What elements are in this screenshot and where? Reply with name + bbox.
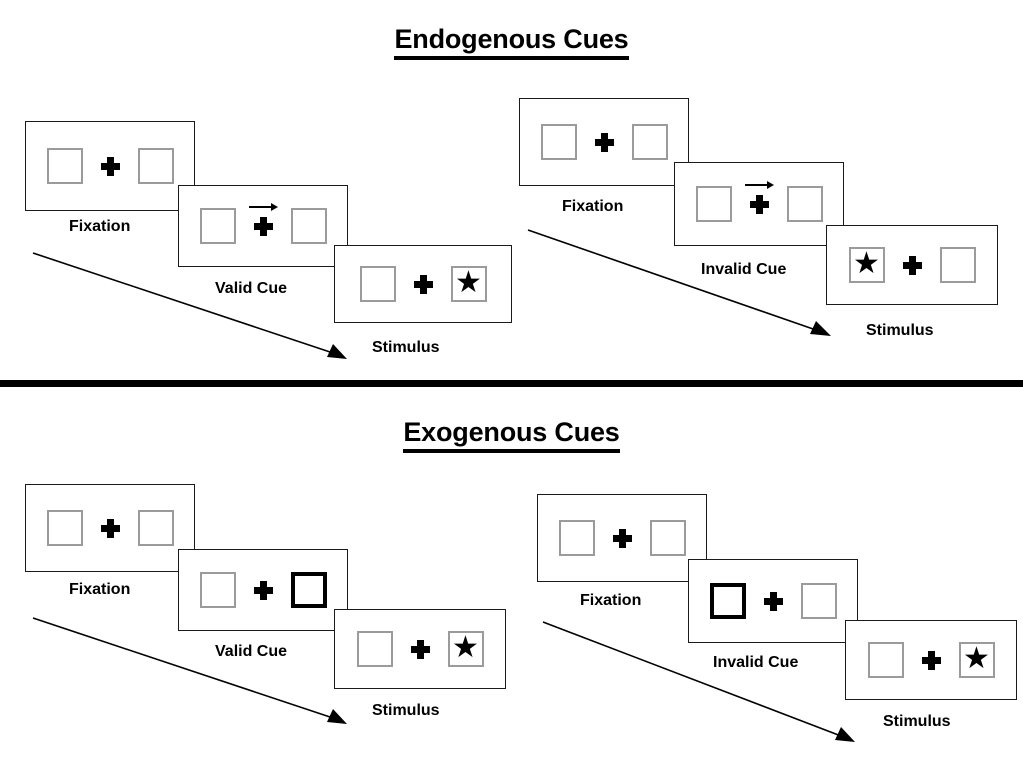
fixation-cross-icon	[413, 274, 433, 294]
placeholder-box-left	[359, 266, 396, 302]
frame-content	[675, 180, 843, 222]
fixation-cross-icon	[100, 518, 120, 538]
frame-content	[538, 520, 706, 556]
caption-exogenous-valid-stimulus: Stimulus	[372, 702, 440, 719]
fixation-cross-icon	[921, 650, 941, 670]
panel-exogenous-invalid-fixation	[537, 494, 707, 582]
fixation-cross-icon	[100, 156, 120, 176]
placeholder-box-left-target: ★	[848, 247, 885, 283]
caption-exogenous-valid-fixation: Fixation	[69, 581, 131, 598]
panel-endogenous-invalid-cue	[674, 162, 844, 246]
frame-content	[26, 148, 194, 184]
placeholder-box-right-target: ★	[450, 266, 487, 302]
panel-exogenous-valid-cue	[178, 549, 348, 631]
panel-exogenous-valid-stimulus: ★	[334, 609, 506, 689]
fixation-cross-stack	[413, 274, 433, 294]
panel-endogenous-invalid-stimulus: ★	[826, 225, 998, 305]
fixation-cross-stack	[249, 202, 278, 236]
fixation-cross-icon	[253, 216, 273, 236]
placeholder-box-right	[786, 186, 823, 222]
caption-exogenous-invalid-fixation: Fixation	[580, 592, 642, 609]
placeholder-box-right	[137, 148, 174, 184]
fixation-cross-stack	[763, 591, 783, 611]
section-divider	[0, 380, 1023, 387]
placeholder-box-right	[939, 247, 976, 283]
frame-content	[689, 583, 857, 619]
caption-endogenous-invalid-fixation: Fixation	[562, 198, 624, 215]
placeholder-box-left	[558, 520, 595, 556]
placeholder-box-right-target: ★	[958, 642, 995, 678]
placeholder-box-left	[356, 631, 393, 667]
panel-endogenous-invalid-fixation	[519, 98, 689, 186]
panel-exogenous-invalid-cue	[688, 559, 858, 643]
placeholder-box-right	[649, 520, 686, 556]
caption-exogenous-invalid-cue: Invalid Cue	[713, 654, 799, 671]
fixation-cross-stack	[612, 528, 632, 548]
fixation-cross-stack	[921, 650, 941, 670]
fixation-cross-stack	[902, 255, 922, 275]
fixation-cross-stack	[745, 180, 774, 214]
placeholder-box-right	[290, 208, 327, 244]
fixation-cross-icon	[749, 194, 769, 214]
fixation-cross-stack	[594, 132, 614, 152]
section-title-exogenous-text: Exogenous Cues	[403, 417, 620, 453]
section-title-exogenous: Exogenous Cues	[0, 417, 1023, 453]
panel-endogenous-valid-fixation	[25, 121, 195, 211]
placeholder-box-right-target: ★	[447, 631, 484, 667]
star-icon: ★	[963, 642, 990, 675]
panel-exogenous-invalid-stimulus: ★	[845, 620, 1017, 700]
caption-endogenous-valid-stimulus: Stimulus	[372, 339, 440, 356]
placeholder-box-left	[46, 510, 83, 546]
star-icon: ★	[452, 631, 479, 664]
fixation-cross-icon	[410, 639, 430, 659]
caption-exogenous-valid-cue: Valid Cue	[215, 643, 288, 660]
placeholder-box-right	[800, 583, 837, 619]
placeholder-box-left	[540, 124, 577, 160]
fixation-cross-icon	[612, 528, 632, 548]
cue-arrow-icon	[745, 180, 774, 189]
placeholder-box-left	[199, 208, 236, 244]
frame-content: ★	[335, 266, 511, 302]
fixation-cross-stack	[410, 639, 430, 659]
fixation-cross-icon	[253, 580, 273, 600]
fixation-cross-stack	[100, 156, 120, 176]
cue-arrow-icon	[249, 202, 278, 211]
frame-content	[179, 572, 347, 608]
frame-content: ★	[335, 631, 505, 667]
caption-endogenous-invalid-stimulus: Stimulus	[866, 322, 934, 339]
fixation-cross-icon	[594, 132, 614, 152]
placeholder-box-left	[867, 642, 904, 678]
placeholder-box-left	[695, 186, 732, 222]
placeholder-box-right	[631, 124, 668, 160]
fixation-cross-icon	[902, 255, 922, 275]
frame-content: ★	[846, 642, 1016, 678]
caption-endogenous-invalid-cue: Invalid Cue	[701, 261, 787, 278]
frame-content	[520, 124, 688, 160]
caption-exogenous-invalid-stimulus: Stimulus	[883, 713, 951, 730]
fixation-cross-stack	[253, 580, 273, 600]
panel-exogenous-valid-fixation	[25, 484, 195, 572]
caption-endogenous-valid-fixation: Fixation	[69, 218, 131, 235]
frame-content	[179, 202, 347, 244]
caption-endogenous-valid-cue: Valid Cue	[215, 280, 288, 297]
section-title-endogenous-text: Endogenous Cues	[394, 24, 629, 60]
panel-endogenous-valid-stimulus: ★	[334, 245, 512, 323]
frame-content	[26, 510, 194, 546]
panel-endogenous-valid-cue	[178, 185, 348, 267]
star-icon: ★	[455, 266, 482, 299]
section-title-endogenous: Endogenous Cues	[0, 24, 1023, 60]
cue-highlight-box-right	[290, 572, 327, 608]
placeholder-box-left	[46, 148, 83, 184]
fixation-cross-stack	[100, 518, 120, 538]
fixation-cross-icon	[763, 591, 783, 611]
star-icon: ★	[853, 247, 880, 280]
frame-content: ★	[827, 247, 997, 283]
placeholder-box-left	[199, 572, 236, 608]
placeholder-box-right	[137, 510, 174, 546]
cue-highlight-box-left	[709, 583, 746, 619]
